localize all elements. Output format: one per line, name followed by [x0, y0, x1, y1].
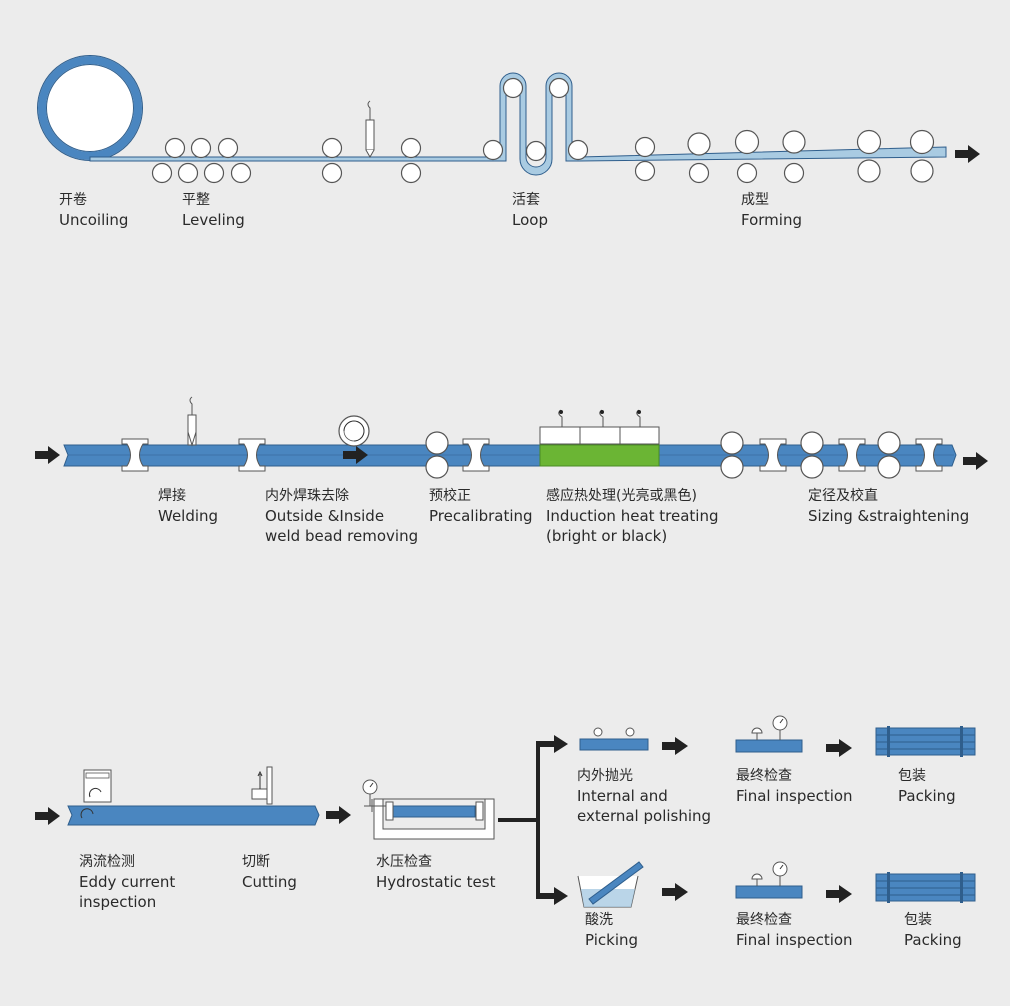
inspection-icon — [735, 715, 803, 753]
label-picking: 酸洗 Picking — [585, 912, 639, 949]
picking-icon — [577, 861, 644, 908]
label-packing-bottom: 包装 Packing — [904, 912, 962, 949]
torch-icon — [365, 100, 375, 159]
label-packing-top: 包装 Packing — [898, 768, 956, 805]
label-bead-removing: 内外焊珠去除 Outside &Inside weld bead removin… — [265, 488, 419, 545]
label-final-inspection-bottom: 最终检查 Final inspection — [736, 912, 853, 949]
eddy-tester-icon — [80, 769, 112, 819]
row2 — [35, 396, 988, 479]
arrow-icon — [963, 452, 988, 470]
arrow-icon — [35, 807, 60, 825]
label-cutting: 切断 Cutting — [242, 854, 297, 891]
label-welding: 焊接 Welding — [158, 488, 219, 525]
label-hydrostatic: 水压检查 Hydrostatic test — [376, 854, 496, 891]
pipe — [67, 805, 320, 826]
arrow-icon — [326, 806, 351, 824]
packing-icon — [875, 872, 976, 903]
cutter-icon — [251, 766, 273, 805]
clamps — [121, 438, 943, 472]
inspection-icon — [735, 861, 803, 899]
label-loop: 活套 Loop — [512, 192, 548, 229]
label-uncoiling: 开卷 Uncoiling — [59, 192, 129, 229]
arrow-icon — [955, 145, 980, 163]
coil — [38, 56, 142, 160]
label-precalibrating: 预校正 Precalibrating — [429, 488, 533, 525]
row3 — [35, 715, 976, 908]
branch-connector — [498, 735, 568, 905]
arrow-icon — [826, 885, 852, 903]
bead-remover-icon — [338, 415, 370, 464]
label-eddy: 涡流检测 Eddy current inspection — [79, 854, 176, 911]
row1 — [37, 55, 980, 184]
label-polishing: 内外抛光 Internal and external polishing — [577, 768, 712, 825]
label-final-inspection-top: 最终检查 Final inspection — [736, 768, 853, 805]
torch-icon — [187, 396, 197, 447]
arrow-icon — [662, 737, 688, 755]
arrow-icon — [35, 446, 60, 464]
label-leveling: 平整 Leveling — [182, 192, 245, 229]
packing-icon — [875, 726, 976, 757]
induction-heater — [539, 409, 660, 445]
heat-zone — [539, 444, 660, 467]
label-sizing: 定径及校直 Sizing &straightening — [808, 488, 970, 525]
forming-rollers — [634, 129, 935, 184]
arrow-icon — [662, 883, 688, 901]
label-forming: 成型 Forming — [741, 192, 802, 229]
hydrostatic-tester-icon — [362, 779, 495, 840]
arrow-icon — [826, 739, 852, 757]
polishing-icon — [579, 727, 649, 751]
label-heat-treating: 感应热处理(光亮或黑色) Induction heat treating (br… — [546, 488, 719, 545]
